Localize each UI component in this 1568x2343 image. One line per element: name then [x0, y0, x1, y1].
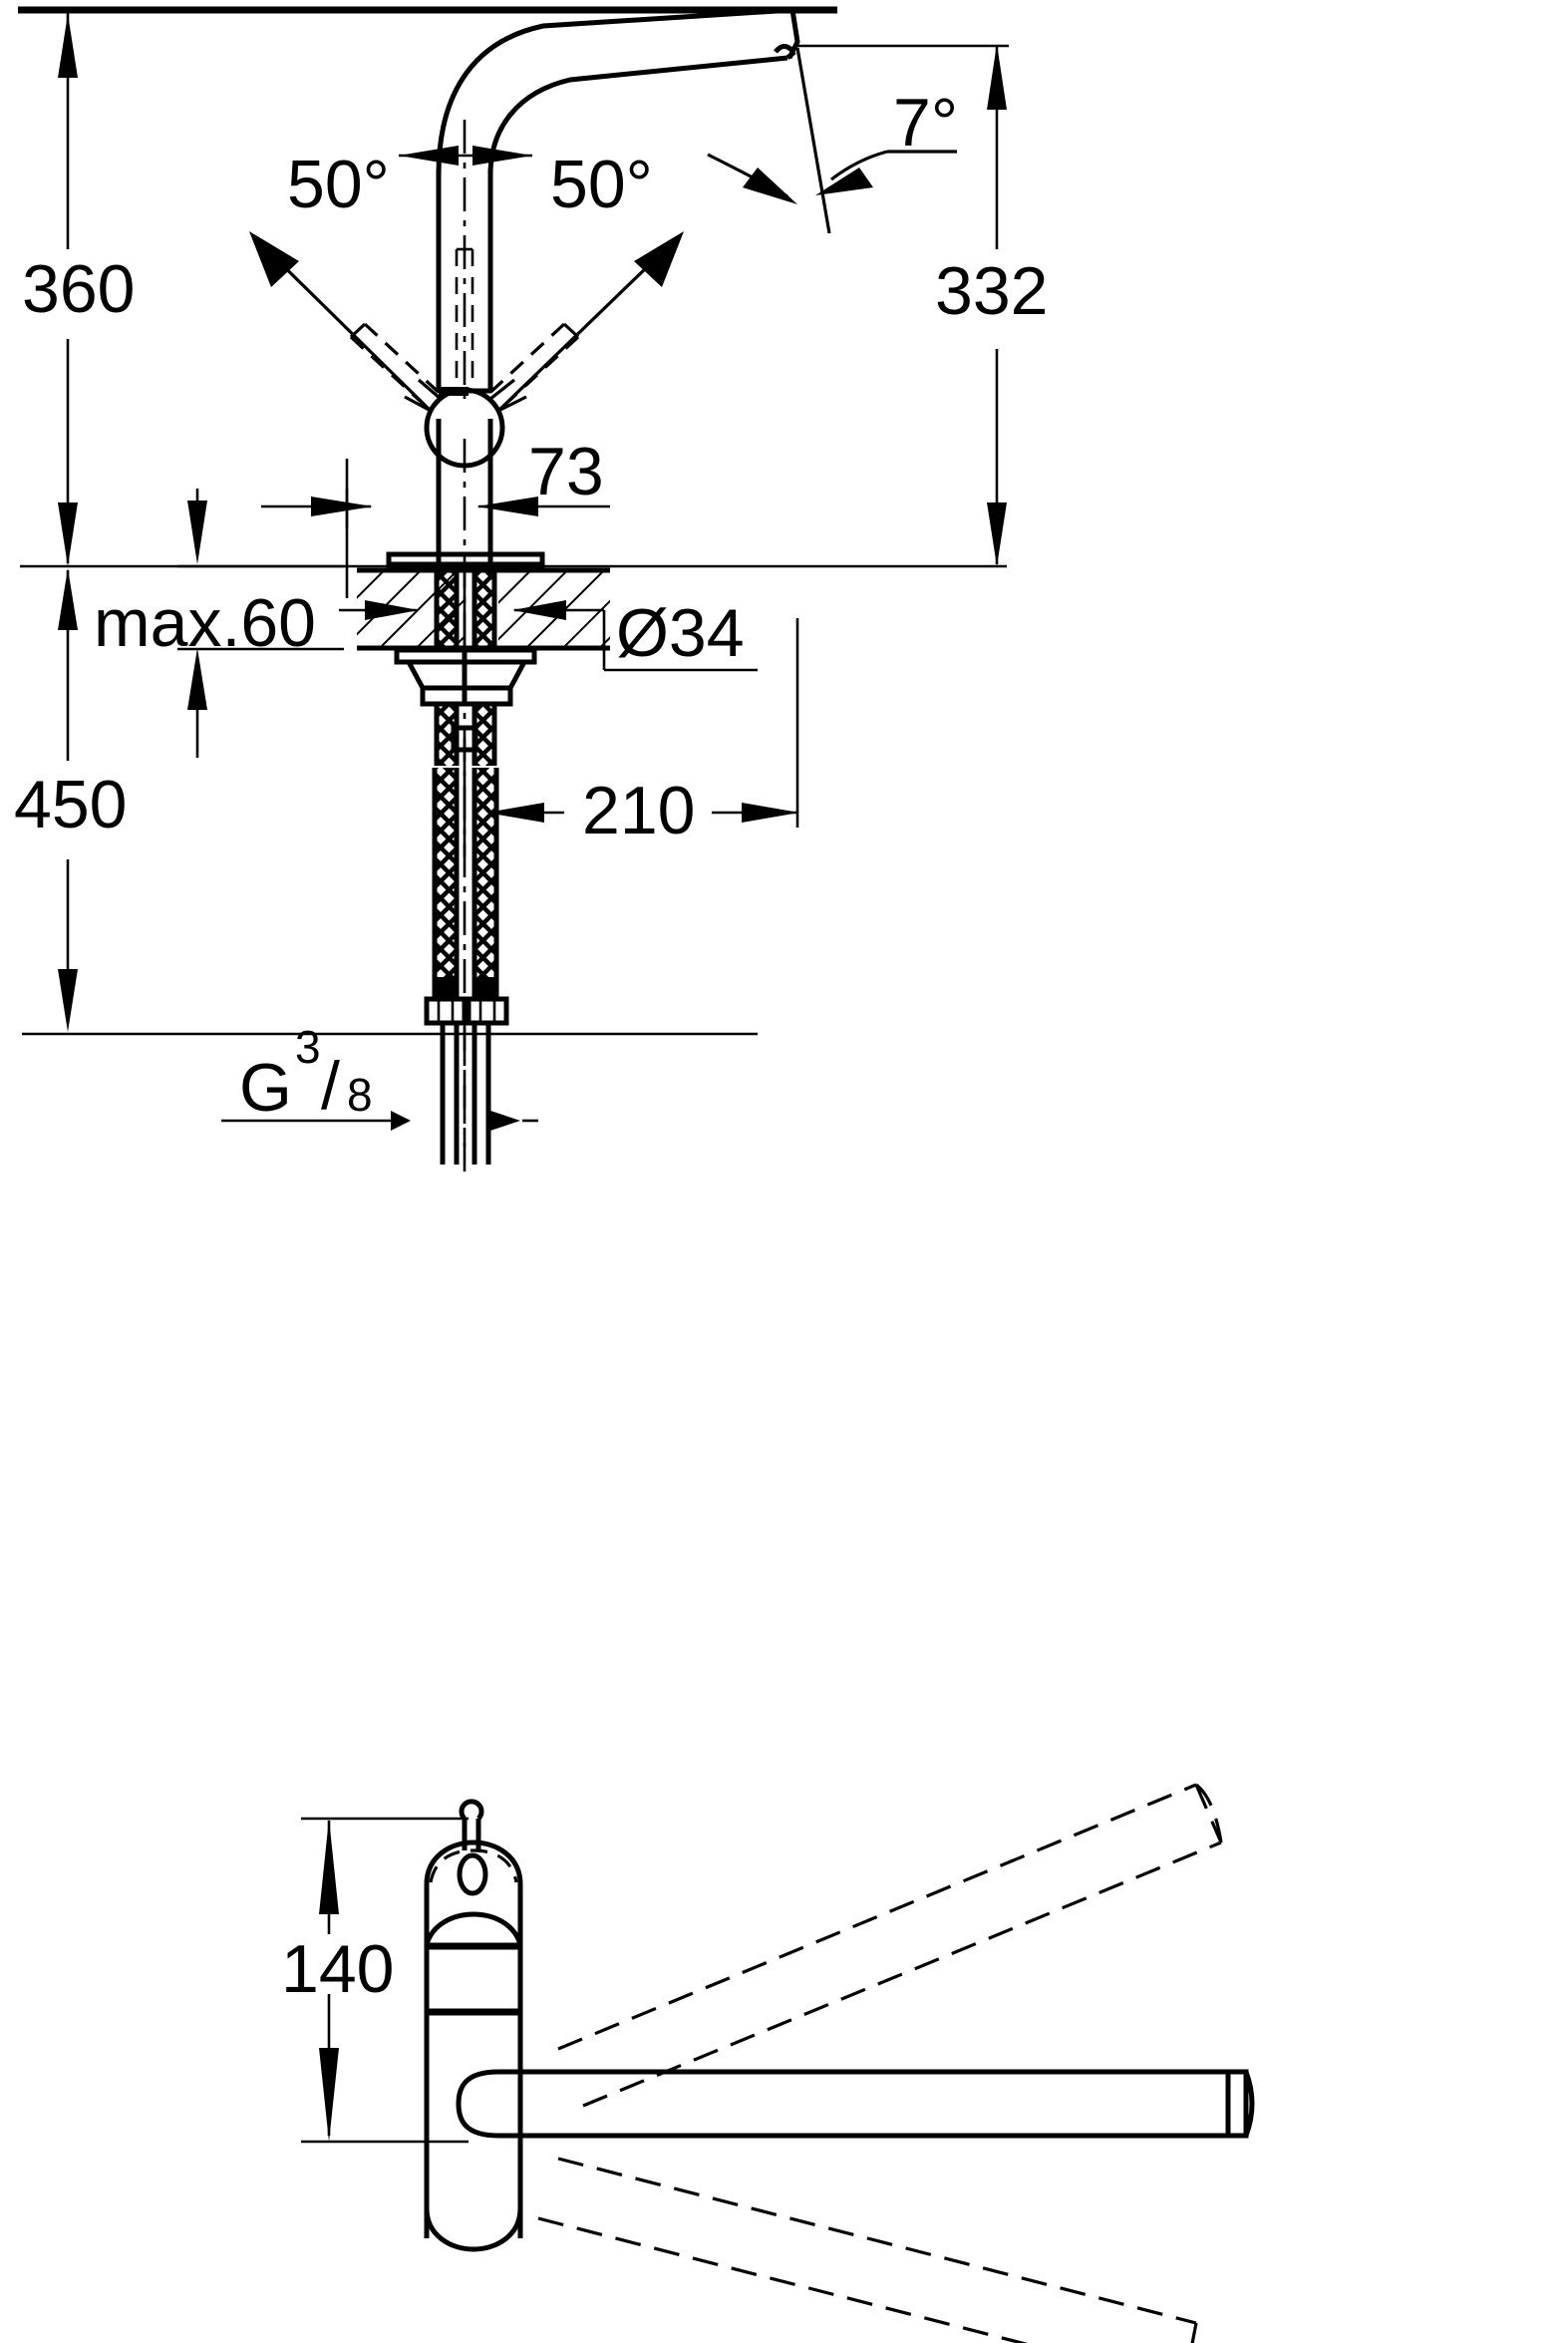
riser-column: [436, 120, 493, 399]
mounting-shank: [386, 551, 545, 766]
angle-50-right: 50°: [482, 147, 684, 413]
plan-spout-swing-upper: [557, 1783, 1223, 2108]
angle-label-7: 7°: [893, 85, 958, 161]
handle-axis-ticks: [399, 146, 532, 166]
thread-label-denominator: 8: [347, 1069, 373, 1121]
thread-label-numerator: 3: [295, 1021, 321, 1073]
dimension-332: 332: [797, 44, 1048, 566]
dimension-450: 450: [14, 568, 127, 1032]
dim-label-140: 140: [281, 1931, 394, 2007]
thread-label-slash: /: [321, 1048, 340, 1124]
dim-label-332: 332: [935, 253, 1048, 329]
dimension-max60: max.60: [94, 489, 604, 758]
dimension-diameter-34: Ø34: [602, 595, 758, 672]
supply-hoses: [424, 768, 509, 1172]
dim-label-73: 73: [528, 434, 604, 509]
dim-label-d34: Ø34: [616, 595, 745, 671]
dimension-140: 140: [281, 1817, 469, 2144]
dim-label-450: 450: [14, 767, 127, 842]
dim-label-max60: max.60: [94, 585, 316, 661]
angle-50-left: 50°: [249, 147, 447, 413]
angle-7-leader: 7°: [707, 47, 958, 234]
thread-label-prefix: G: [239, 1050, 292, 1126]
thread-callout-g38: G 3 / 8: [221, 1021, 538, 1131]
angle-label-50-left: 50°: [287, 147, 390, 222]
dim-label-360: 360: [22, 251, 135, 327]
angle-label-50-right: 50°: [550, 147, 653, 222]
dimension-360: 360: [22, 12, 135, 566]
plan-body-cylinder: [424, 1799, 523, 2252]
dim-label-210: 210: [582, 773, 695, 848]
dimension-73: 73: [261, 434, 610, 598]
plan-spout-swing-lower: [537, 2157, 1198, 2343]
dimension-210: 210: [463, 618, 799, 857]
plan-spout-arm: [456, 2069, 1255, 2139]
